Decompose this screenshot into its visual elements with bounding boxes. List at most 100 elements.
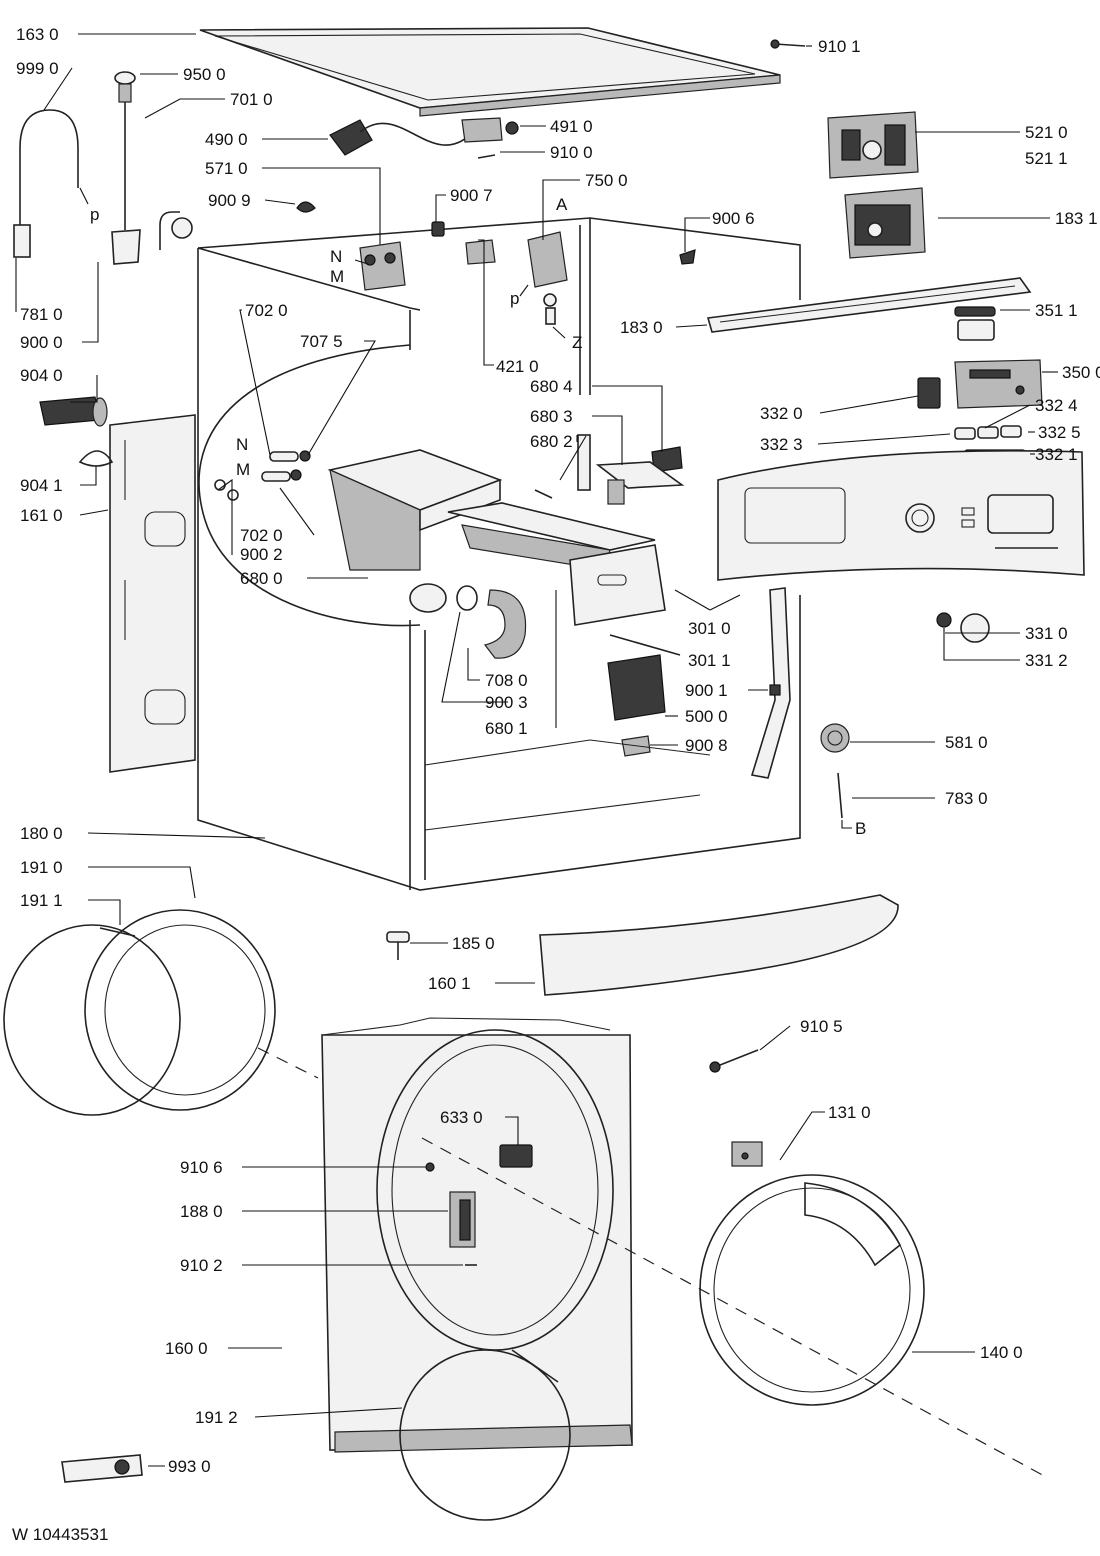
label-6800: 680 0 (240, 569, 283, 588)
part-hose-7080 (456, 585, 527, 659)
label-N1: N (330, 247, 342, 266)
label-p1: p (90, 205, 99, 224)
part-1310 (731, 1141, 763, 1167)
label-9500: 950 0 (183, 65, 226, 84)
label-3511: 351 1 (1035, 301, 1078, 320)
label-7075: 707 5 (300, 332, 343, 351)
part-filter-9040 (39, 396, 108, 427)
part-foot (386, 931, 410, 960)
label-7020b: 702 0 (240, 526, 283, 545)
label-1800: 180 0 (20, 824, 63, 843)
label-7020a: 702 0 (245, 301, 288, 320)
label-Z: Z (572, 333, 582, 352)
label-9990: 999 0 (16, 59, 59, 78)
part-drawer (447, 502, 681, 656)
part-rear-panel (109, 414, 196, 773)
drawing-number: W 10443531 (12, 1525, 108, 1544)
label-B: B (855, 819, 866, 838)
label-7830: 783 0 (945, 789, 988, 808)
part-front-panel (321, 1017, 633, 1453)
part-top-cover (199, 27, 781, 117)
label-4910: 491 0 (550, 117, 593, 136)
part-door-gasket (3, 909, 276, 1116)
label-1610: 161 0 (20, 506, 63, 525)
part-dispenser-housing (327, 449, 503, 613)
label-7010: 701 0 (230, 90, 273, 109)
label-6804: 680 4 (530, 377, 573, 396)
part-mains-cable (329, 119, 471, 156)
label-9002: 900 2 (240, 545, 283, 564)
label-7080: 708 0 (485, 671, 528, 690)
part-pressure-switch (820, 723, 850, 753)
label-9100: 910 0 (550, 143, 593, 162)
label-5810: 581 0 (945, 733, 988, 752)
label-7500: 750 0 (585, 171, 628, 190)
label-1630: 163 0 (16, 25, 59, 44)
part-control-panel (717, 450, 1085, 581)
label-N2: N (236, 435, 248, 454)
part-tubes-7020 (261, 450, 311, 482)
part-3511 (954, 306, 996, 341)
label-9001: 900 1 (685, 681, 728, 700)
part-4210 (465, 239, 496, 265)
part-hinge (449, 1191, 476, 1248)
label-5210: 521 0 (1025, 123, 1068, 142)
part-screw-9101 (770, 39, 806, 49)
label-1910: 191 0 (20, 858, 63, 877)
part-crossbar (706, 277, 1032, 333)
label-3500: 350 0 (1062, 363, 1100, 382)
part-screw-9106 (425, 1162, 435, 1172)
part-hose-9990 (13, 109, 79, 258)
label-9105: 910 5 (800, 1017, 843, 1036)
label-7810: 781 0 (20, 305, 63, 324)
label-1911: 191 1 (20, 891, 63, 910)
label-9006: 900 6 (712, 209, 755, 228)
part-bracket-9001 (750, 587, 791, 779)
label-M1: M (330, 267, 344, 286)
label-9101: 910 1 (818, 37, 861, 56)
label-9930: 993 0 (168, 1457, 211, 1476)
part-screw-9105 (709, 1049, 759, 1073)
label-9009: 900 9 (208, 191, 251, 210)
part-wire-1912 (399, 1349, 571, 1521)
label-5000: 500 0 (685, 707, 728, 726)
label-3320: 332 0 (760, 404, 803, 423)
part-plinth (539, 894, 899, 996)
label-5710: 571 0 (205, 159, 248, 178)
part-cabinet (197, 217, 801, 891)
label-1600: 160 0 (165, 1339, 208, 1358)
label-9007: 900 7 (450, 186, 493, 205)
part-interface-board (954, 359, 1043, 409)
part-buttons-3324 (954, 425, 1022, 440)
label-6330: 633 0 (440, 1108, 483, 1127)
label-M2: M (236, 460, 250, 479)
part-screw-9100 (477, 154, 496, 159)
label-9008: 900 8 (685, 736, 728, 755)
part-clip-9007 (431, 221, 445, 237)
part-filter-4910 (461, 117, 519, 143)
part-6803 (595, 461, 685, 505)
part-module-5000 (607, 654, 666, 757)
label-9003: 900 3 (485, 693, 528, 712)
label-9102: 910 2 (180, 1256, 223, 1275)
part-3320 (917, 377, 941, 409)
part-tool (61, 1454, 143, 1483)
part-inlet-pipe (111, 71, 193, 265)
label-3325: 332 5 (1038, 423, 1081, 442)
label-3324: 332 4 (1035, 396, 1078, 415)
label-4900: 490 0 (205, 130, 248, 149)
label-p2: p (510, 289, 519, 308)
label-3323: 332 3 (760, 435, 803, 454)
label-3010: 301 0 (688, 619, 731, 638)
label-1912: 191 2 (195, 1408, 238, 1427)
part-control-board (827, 111, 919, 179)
part-seal-9041 (78, 450, 114, 467)
label-1830: 183 0 (620, 318, 663, 337)
part-spring-1911 (99, 927, 136, 937)
part-door-frame (699, 1174, 925, 1406)
label-3011: 301 1 (688, 651, 731, 670)
part-clip-9006 (679, 249, 696, 265)
part-6802 (534, 434, 591, 499)
leader-lines (15, 33, 1058, 1467)
